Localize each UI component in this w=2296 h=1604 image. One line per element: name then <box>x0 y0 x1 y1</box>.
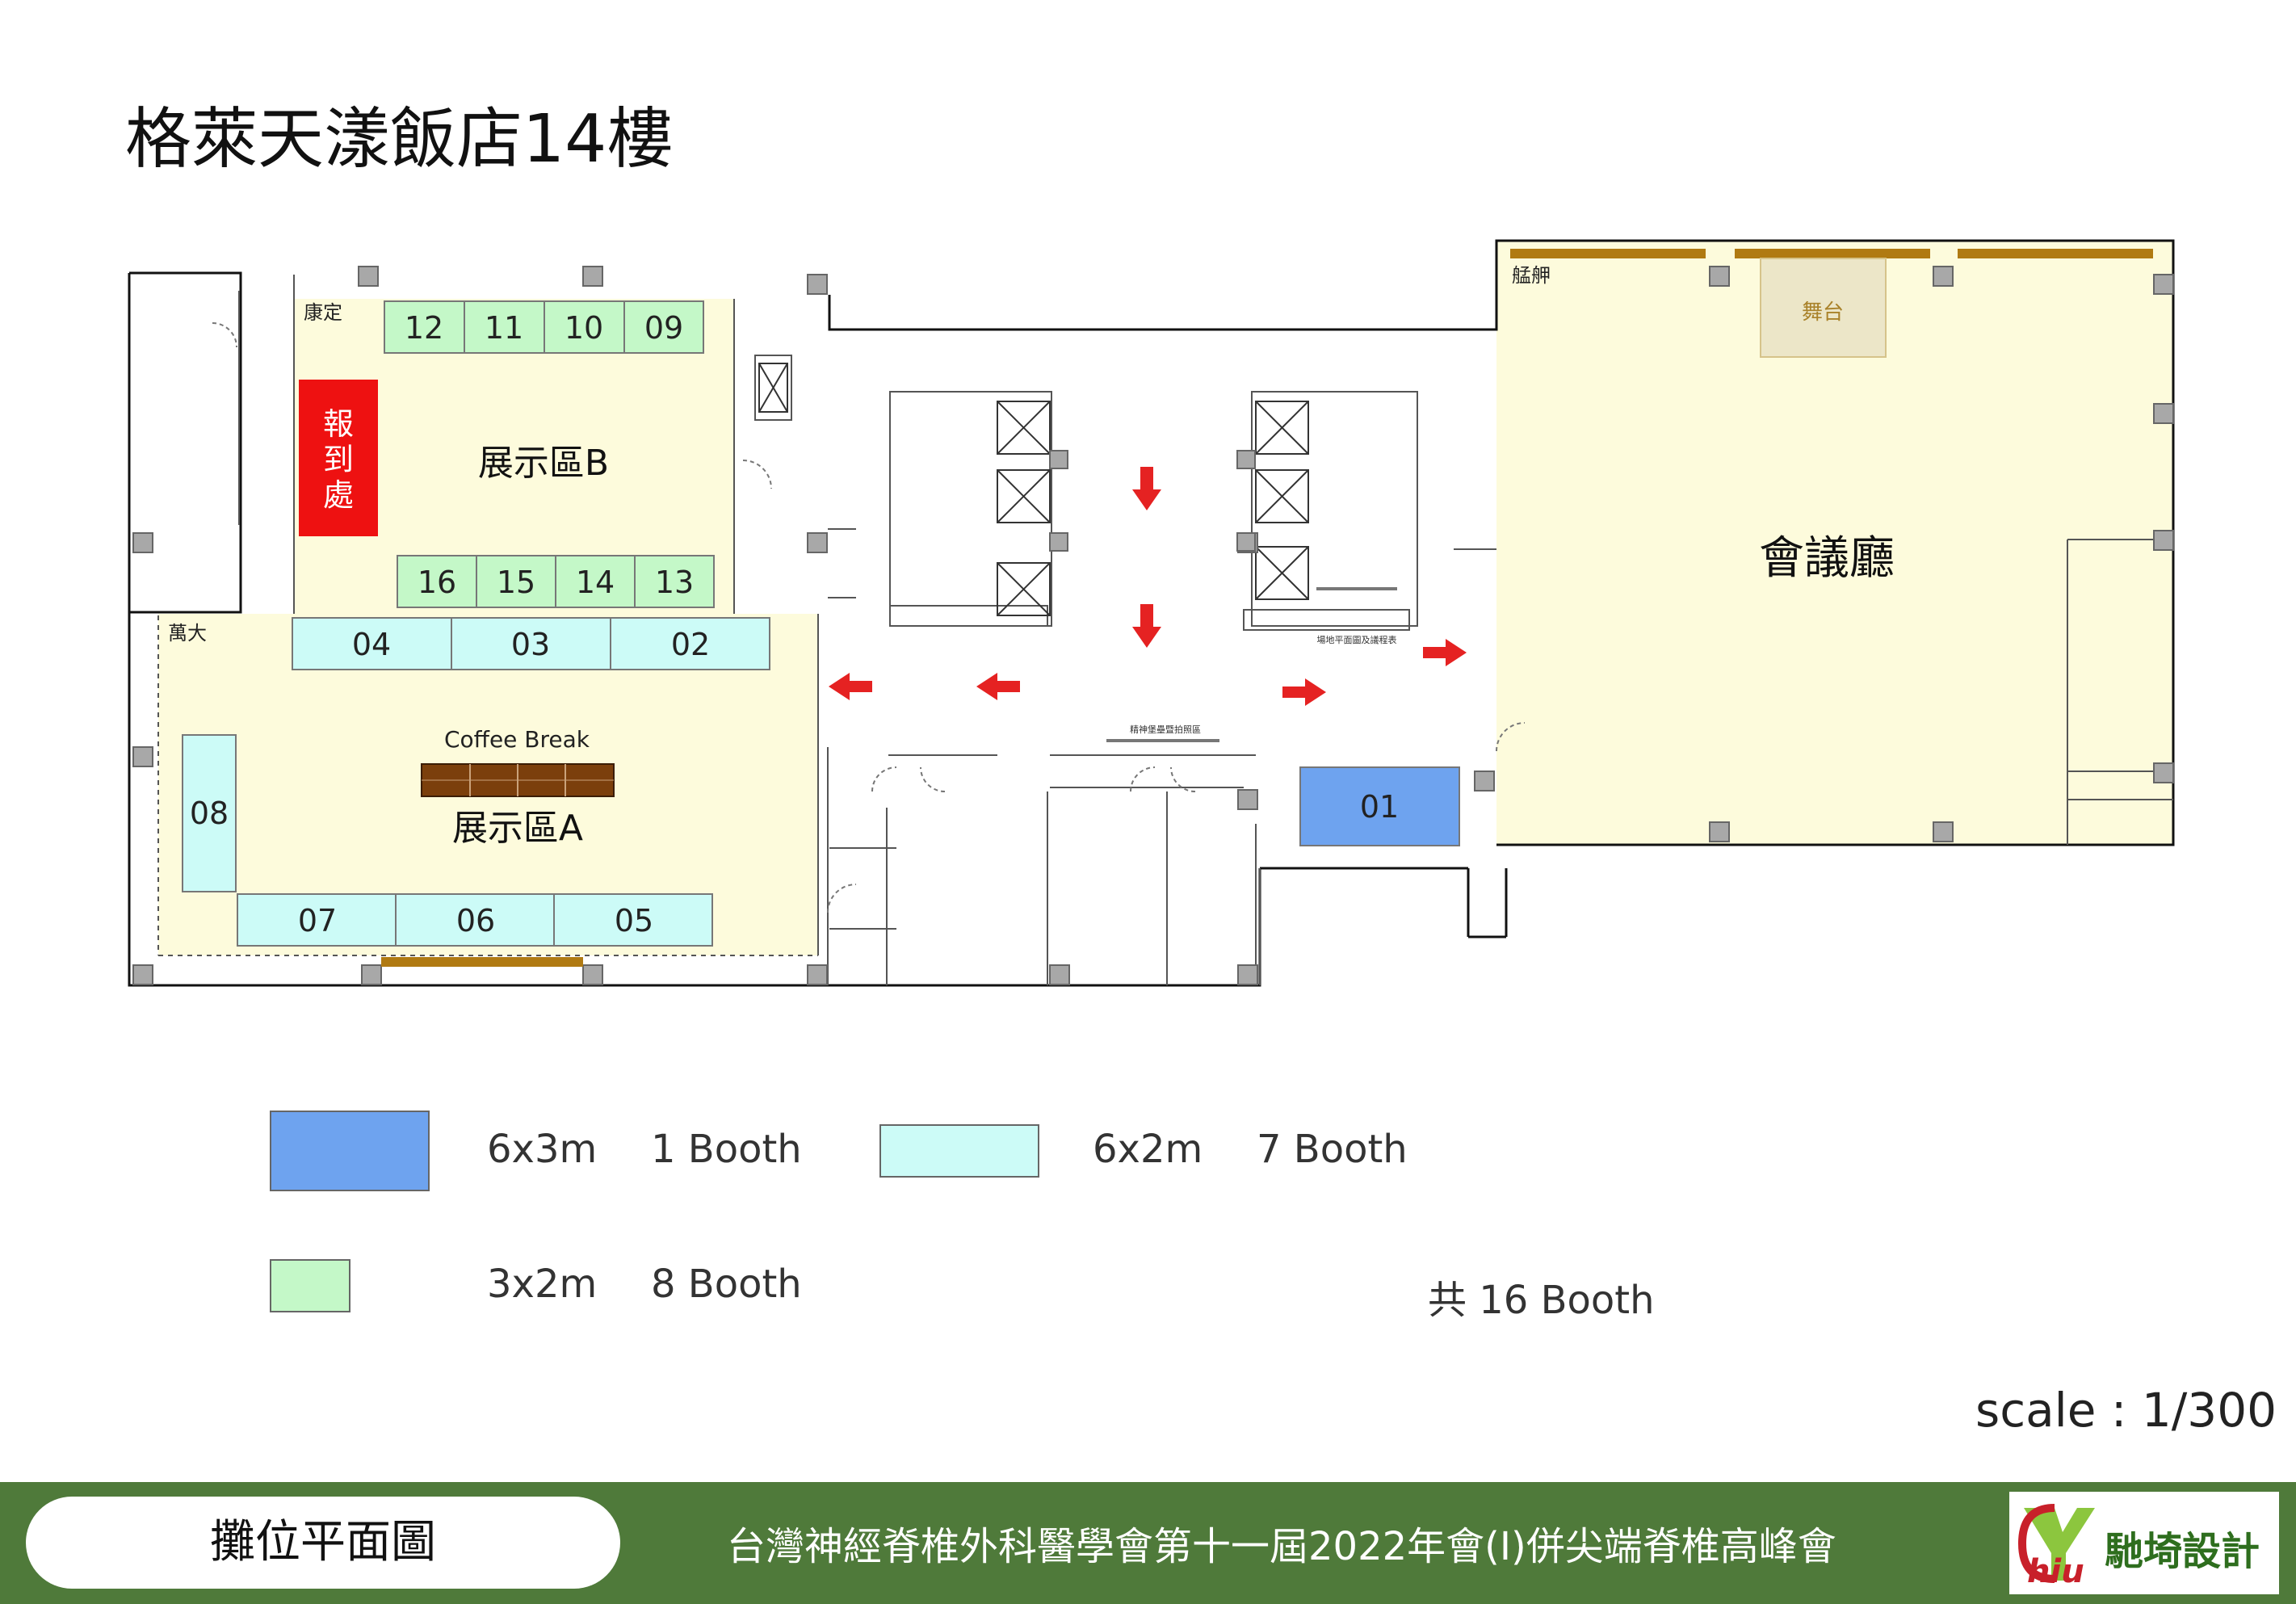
zone-a-label: 展示區A <box>452 808 583 849</box>
sign-photo: 精神堡壘暨拍照區 <box>1130 724 1201 735</box>
booth-14-label: 14 <box>576 565 615 600</box>
company-logo: hiu 馳埼設計 <box>2009 1492 2279 1594</box>
legend-swatch-6x3 <box>270 1111 430 1191</box>
booth-12-label: 12 <box>405 310 443 346</box>
registration-char-2: 到 <box>323 442 354 477</box>
event-title: 台灣神經脊椎外科醫學會第十一屆2022年會(I)併尖端脊椎高峰會 <box>727 1524 1836 1569</box>
booth-09[interactable] <box>623 300 704 354</box>
footer-left-label: 攤位平面圖 <box>210 1516 436 1568</box>
booth-10-label: 10 <box>565 310 603 346</box>
room-mengjia: 艋舺 <box>1512 264 1551 287</box>
stage <box>1760 258 1887 358</box>
booth-13-label: 13 <box>655 565 694 600</box>
sign-floorplan: 場地平面圖及議程表 <box>1317 634 1397 645</box>
west-room-wall <box>128 271 242 614</box>
arrow-left-1 <box>829 673 872 700</box>
booth-15-label: 15 <box>497 565 535 600</box>
booth-02[interactable] <box>610 617 770 670</box>
legend-size-6x2: 6x2m <box>1093 1127 1203 1172</box>
logo-letters: hiu <box>2027 1553 2084 1585</box>
page-title: 格萊天漾飯店14樓 <box>125 101 674 178</box>
booth-03[interactable] <box>451 617 611 670</box>
arrow-down-2 <box>1132 604 1161 648</box>
booth-05[interactable] <box>553 893 713 947</box>
booth-10[interactable] <box>544 300 625 354</box>
room-wanda: 萬大 <box>168 622 207 645</box>
booth-01-label: 01 <box>1360 789 1399 825</box>
legend-size-6x3: 6x3m <box>487 1127 598 1172</box>
booth-06[interactable] <box>395 893 555 947</box>
coffee-tables <box>421 763 615 797</box>
rail-1 <box>1510 249 1706 258</box>
booth-09-label: 09 <box>644 310 683 346</box>
booth-08-label: 08 <box>190 796 229 831</box>
legend-swatch-3x2 <box>270 1259 350 1312</box>
registration-desk <box>299 380 378 536</box>
booth-04-label: 04 <box>352 627 391 662</box>
rail-2 <box>1735 249 1930 258</box>
booth-02-label: 02 <box>671 627 710 662</box>
booth-14[interactable] <box>555 555 636 608</box>
booth-11-label: 11 <box>485 310 523 346</box>
company-name: 馳埼設計 <box>2105 1529 2260 1574</box>
room-kangding: 康定 <box>304 301 342 324</box>
booth-06-label: 06 <box>456 903 495 938</box>
registration-char-1: 報 <box>323 406 354 442</box>
legend-count-6x2: 7 Booth <box>1257 1127 1408 1172</box>
booth-15[interactable] <box>476 555 556 608</box>
total-booth-count: 共 16 Booth <box>1428 1278 1655 1323</box>
booth-05-label: 05 <box>615 903 653 938</box>
legend-count-3x2: 8 Booth <box>651 1262 802 1307</box>
registration-char-3: 處 <box>323 477 354 513</box>
logo-mark-icon: hiu <box>2017 1504 2095 1585</box>
legend-count-6x3: 1 Booth <box>651 1127 802 1172</box>
arrow-left-2 <box>976 673 1020 700</box>
arrow-down-1 <box>1132 467 1161 510</box>
booth-01[interactable] <box>1299 766 1460 846</box>
booth-12[interactable] <box>384 300 465 354</box>
rail-4 <box>381 957 583 967</box>
legend-swatch-6x2 <box>879 1124 1039 1178</box>
zone-b-label: 展示區B <box>478 443 609 484</box>
footer-label-pill: 攤位平面圖 <box>26 1497 620 1589</box>
floor-plan: 舞台 康定 萬大 艋舺 會議廳 展示區B 展示區A 報 到 處 Coffee B… <box>128 239 2175 987</box>
hall-label: 會議廳 <box>1759 532 1895 585</box>
north-east-wall <box>828 239 2175 846</box>
flow-arrows <box>829 467 1467 706</box>
footer-bar: 攤位平面圖 台灣神經脊椎外科醫學會第十一屆2022年會(I)併尖端脊椎高峰會 h… <box>0 1482 2296 1604</box>
legend-size-3x2: 3x2m <box>487 1262 598 1307</box>
rail-3 <box>1958 249 2153 258</box>
booth-13[interactable] <box>634 555 715 608</box>
coffee-break-label: Coffee Break <box>444 726 590 753</box>
booth-04[interactable] <box>292 617 452 670</box>
scale-label: scale : 1/300 <box>1975 1383 2277 1438</box>
arrow-right-2 <box>1423 639 1467 666</box>
booth-16[interactable] <box>397 555 477 608</box>
arrow-right-1 <box>1282 678 1326 706</box>
stage-label: 舞台 <box>1802 300 1844 325</box>
booth-08[interactable] <box>182 734 237 892</box>
booth-16-label: 16 <box>418 565 456 600</box>
booth-03-label: 03 <box>511 627 550 662</box>
booth-07-label: 07 <box>298 903 337 938</box>
